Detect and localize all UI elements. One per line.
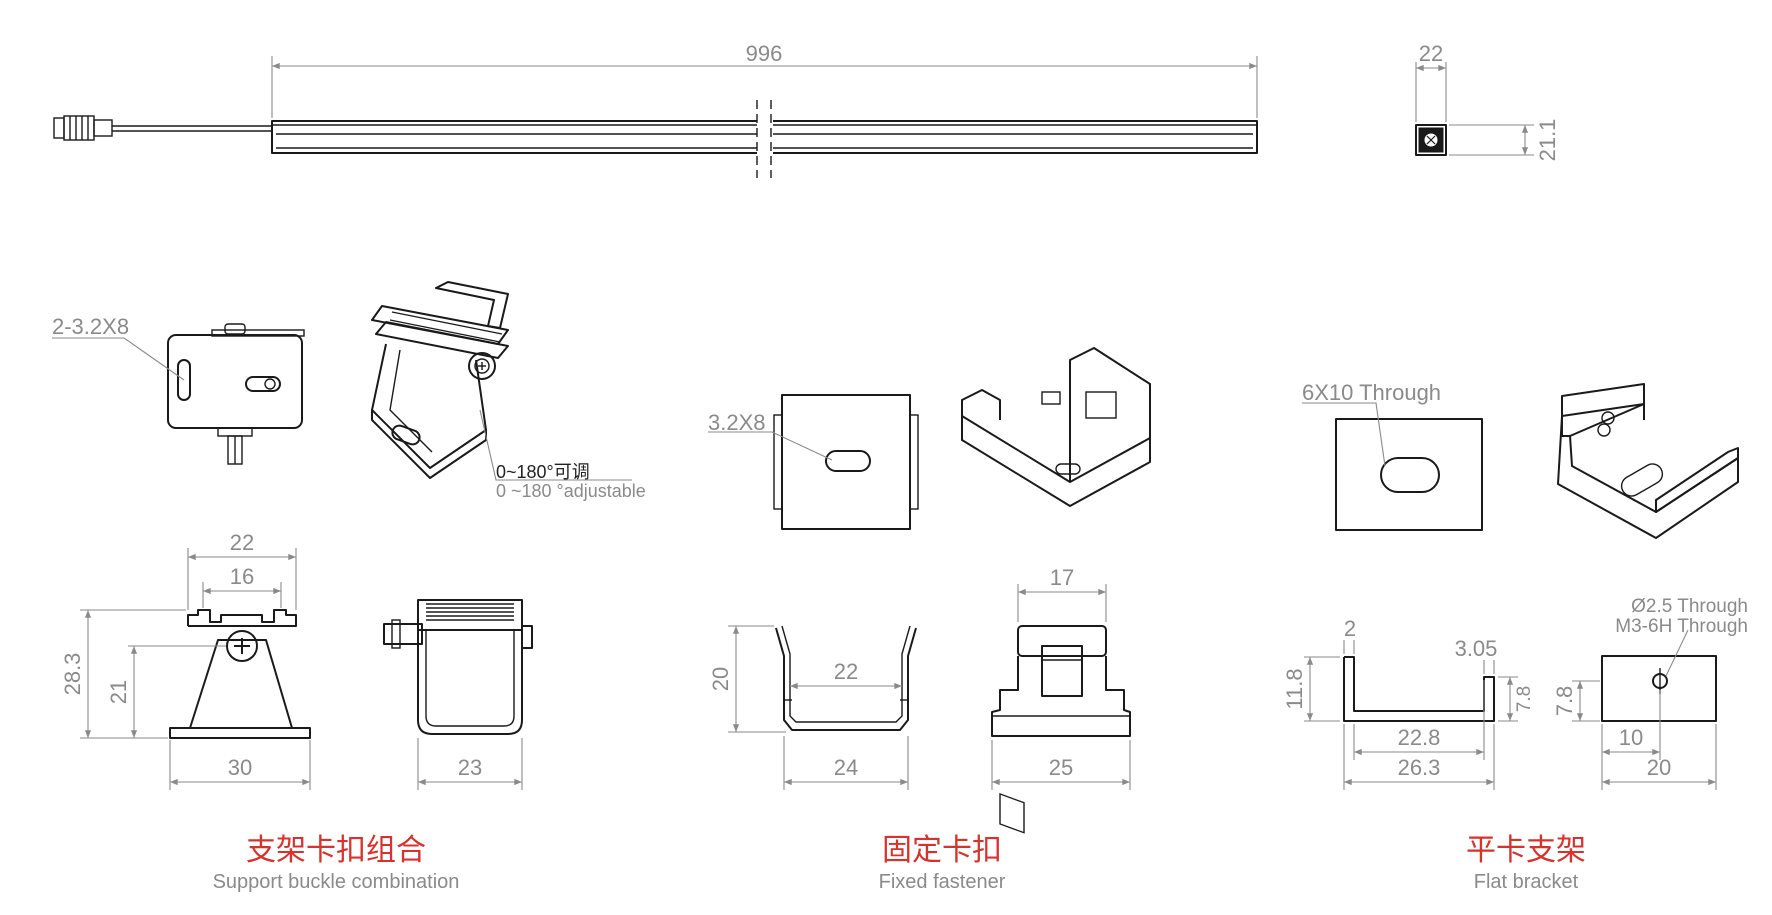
dim-bracket-outer-width: 26.3 [1398,755,1441,780]
profile-end-view: 22 21.1 [1415,41,1560,162]
dim-base-width: 30 [228,755,252,780]
profile-side-view: 996 [53,41,1258,178]
bracket-side [1601,655,1717,722]
dim-end-width: 22 [1419,41,1443,66]
support-front-elevation [169,609,311,739]
support-bracket-iso [371,281,509,479]
bracket-iso [1557,383,1739,539]
dim-bracket-inner-height: 7.8 [1514,686,1535,712]
support-side-elevation [383,599,533,735]
dim-side-width: 23 [458,755,482,780]
dim-end-height: 21.1 [1535,119,1560,162]
label-rotation-en: 0 ~180 °adjustable [496,481,646,501]
label-thread-2: M3-6H Through [1615,616,1748,637]
caption-en-support: Support buckle combination [213,871,460,893]
caption-en-bracket: Flat bracket [1474,871,1579,893]
dim-bracket-side-width: 20 [1647,755,1671,780]
dim-top-inner: 16 [230,564,254,589]
caption-en-fastener: Fixed fastener [879,871,1006,893]
dim-fastener-inner: 22 [834,659,858,684]
dim-fastener-top: 17 [1050,565,1074,590]
caption-cn-support: 支架卡扣组合 [246,833,426,868]
dim-height-pivot: 21 [106,680,131,704]
fastener-plan [773,394,919,530]
flat-bracket-group: 6X10 Through 11.8 2 3.05 7.8 [1282,380,1748,893]
label-rotation-cn: 0~180°可调 [496,462,590,482]
caption-cn-fastener: 固定卡扣 [882,833,1002,868]
fixed-fastener-group: 3.2X8 20 22 24 [708,347,1151,893]
support-buckle-group: 2-3.2X8 0~180°可调 0 ~180 °adjustable [52,281,646,893]
dim-bracket-side-height: 7.8 [1552,686,1577,717]
dim-bracket-lip: 3.05 [1455,636,1498,661]
fastener-side [991,625,1131,737]
support-plate-front [167,323,305,465]
dim-top-outer: 22 [230,530,254,555]
fastener-section [775,625,917,731]
dim-bracket-inner-width: 22.8 [1398,725,1441,750]
dim-bracket-height: 11.8 [1282,668,1307,709]
label-thread-1: Ø2.5 Through [1631,596,1748,617]
connector-plug [53,115,272,141]
fastener-iso [961,347,1151,834]
dim-fastener-outer: 24 [834,755,858,780]
bracket-section [1343,656,1495,722]
dim-length: 996 [746,41,783,66]
caption-cn-bracket: 平卡支架 [1466,833,1586,868]
dim-fastener-base: 25 [1049,755,1073,780]
label-fastener-slot: 3.2X8 [708,410,766,435]
dim-bracket-hole-offset: 10 [1619,725,1643,750]
bracket-plan [1335,418,1483,531]
dim-fastener-height: 20 [708,667,733,691]
dim-bracket-thickness: 2 [1344,616,1356,641]
label-bracket-hole: 6X10 Through [1302,380,1441,405]
dim-height-total: 28.3 [60,653,85,696]
label-slot-2x: 2-3.2X8 [52,314,129,339]
